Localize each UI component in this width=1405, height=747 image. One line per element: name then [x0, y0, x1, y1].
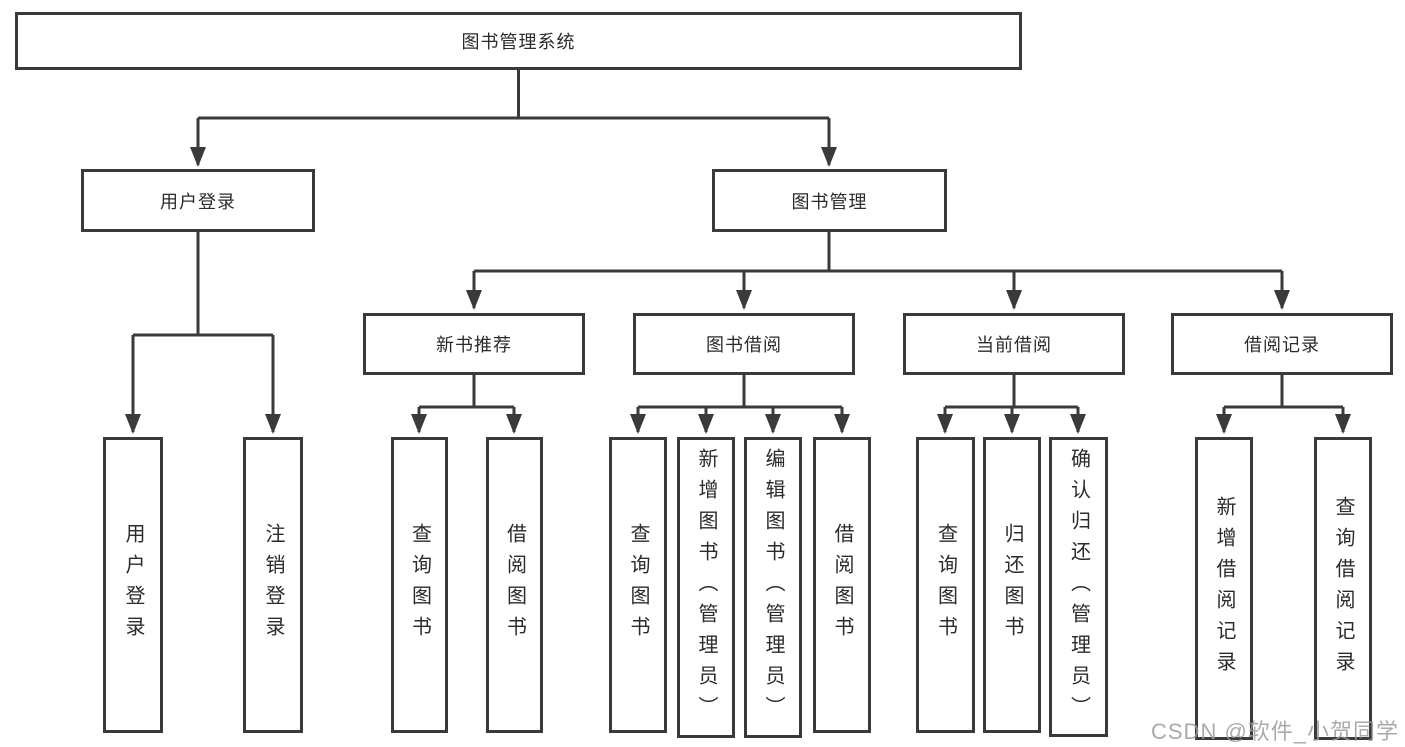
- node-confirm-return-admin: 确认归还（管理员）: [1049, 437, 1108, 737]
- node-search-books-current: 查询图书: [916, 437, 975, 733]
- node-edit-book-admin: 编辑图书（管理员）: [744, 437, 802, 738]
- node-add-book-admin: 新增图书（管理员）: [677, 437, 735, 738]
- node-search-books-borrowing: 查询图书: [609, 437, 667, 733]
- node-add-borrow-record: 新增借阅记录: [1195, 437, 1253, 740]
- node-search-books-recommend: 查询图书: [391, 437, 448, 733]
- node-search-borrow-record: 查询借阅记录: [1314, 437, 1372, 740]
- node-borrow-books-recommend: 借阅图书: [486, 437, 543, 733]
- node-user-login: 用户登录: [81, 169, 315, 232]
- node-borrowing-records: 借阅记录: [1171, 313, 1393, 375]
- watermark: CSDN @软件_小贺同学: [1151, 719, 1400, 744]
- node-borrow-books-leaf: 借阅图书: [813, 437, 871, 733]
- node-current-borrowing: 当前借阅: [903, 313, 1125, 375]
- node-new-book-recommendation: 新书推荐: [363, 313, 585, 375]
- node-return-books: 归还图书: [983, 437, 1041, 733]
- node-book-borrowing: 图书借阅: [633, 313, 855, 375]
- node-book-management: 图书管理: [712, 169, 947, 232]
- node-user-login-leaf: 用户登录: [103, 437, 163, 733]
- node-library-management-system: 图书管理系统: [15, 12, 1022, 70]
- node-logout: 注销登录: [243, 437, 303, 733]
